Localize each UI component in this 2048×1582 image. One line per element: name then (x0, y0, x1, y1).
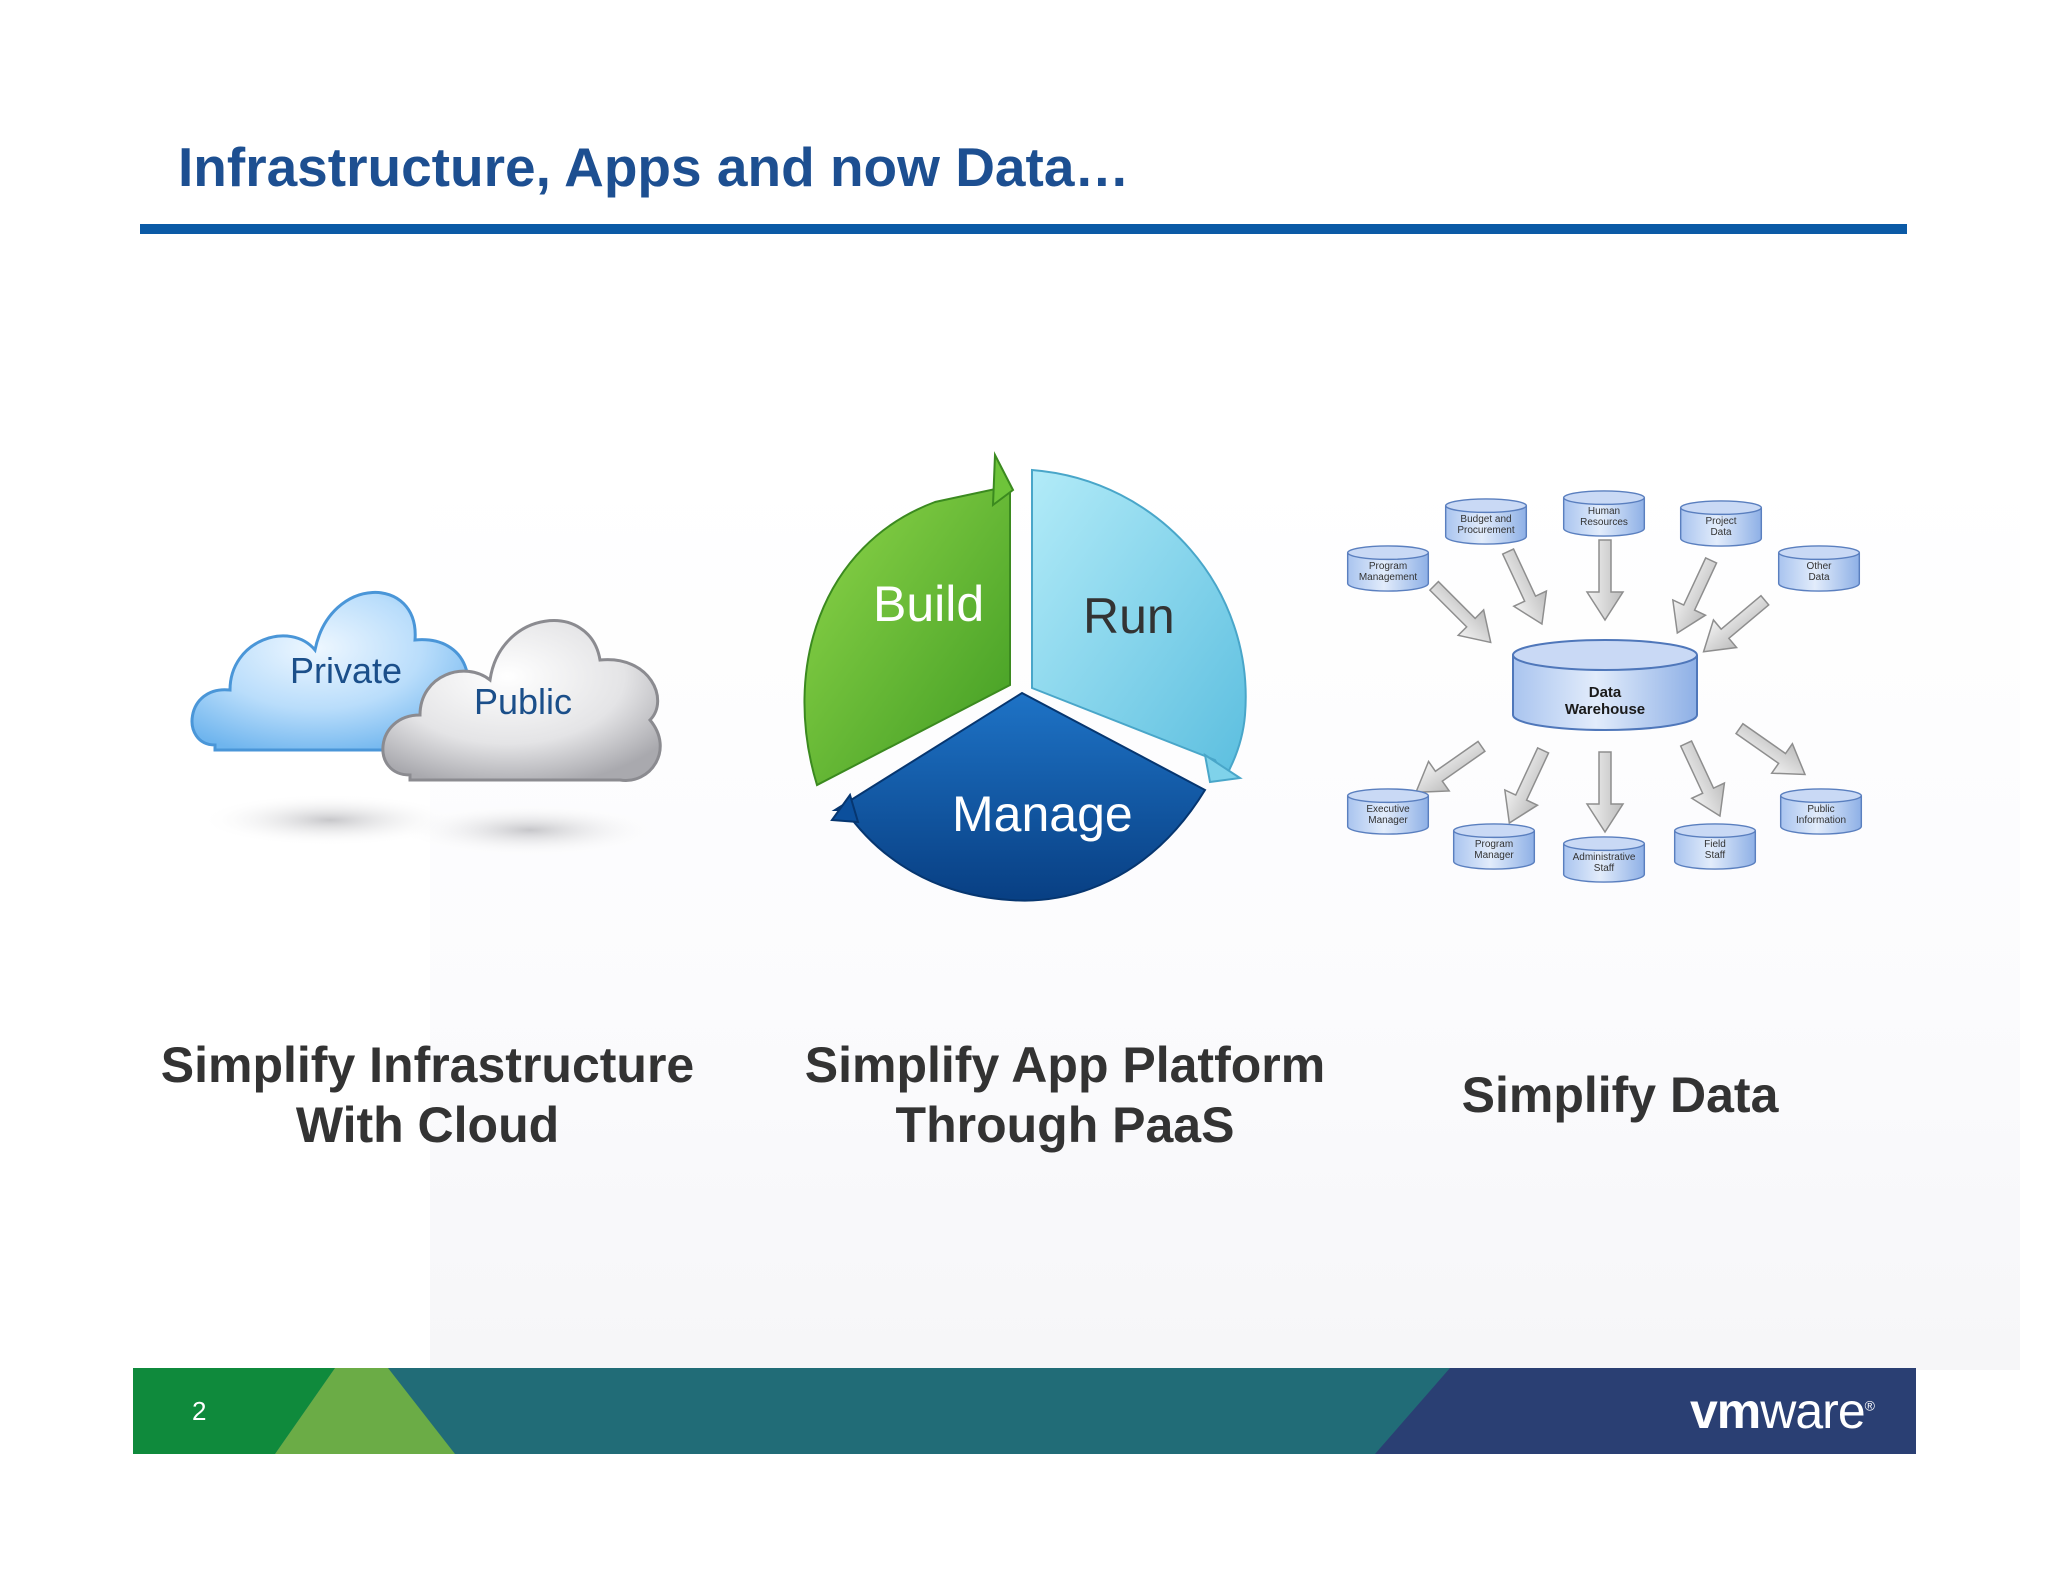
caption-infrastructure: Simplify Infrastructure With Cloud (130, 1035, 725, 1155)
source-label-line1: Other (1806, 561, 1832, 572)
slide-title: Infrastructure, Apps and now Data… (178, 136, 1130, 198)
data-warehouse-cylinder (1512, 639, 1698, 731)
source-label-line1: Program (1368, 561, 1408, 572)
source-label-budget-procurement: Budget and Procurement (1443, 514, 1529, 536)
consumer-label-line2: Manager (1368, 815, 1408, 826)
arrow-outbound-5 (1728, 713, 1817, 790)
consumer-label-program-manager: Program Manager (1451, 839, 1537, 861)
public-cloud (381, 619, 662, 782)
source-label-project-data: Project Data (1678, 516, 1764, 538)
page-number: 2 (192, 1396, 207, 1426)
consumer-label-line2: Staff (1704, 850, 1726, 861)
data-warehouse-diagram (1346, 490, 1863, 883)
consumer-label-administrative-staff: Administrative Staff (1561, 852, 1647, 874)
arrow-outbound-2 (1492, 742, 1561, 832)
source-label-line2: Data (1710, 527, 1732, 538)
build-segment (803, 486, 1011, 787)
manage-segment (831, 691, 1207, 902)
source-label-other-data: Other Data (1776, 561, 1862, 583)
caption-data: Simplify Data (1461, 1067, 1779, 1123)
source-label-program-management: Program Management (1345, 561, 1431, 583)
build-label: Build (873, 576, 985, 632)
footer-band (133, 1368, 1916, 1454)
consumer-label-line2: Staff (1593, 863, 1615, 874)
arrow-inbound-1 (1420, 572, 1505, 656)
source-label-line2: Management (1358, 572, 1418, 583)
paas-cycle (803, 451, 1247, 902)
run-arrow-tip (1203, 752, 1243, 784)
consumer-label-line1: Program (1474, 839, 1514, 850)
vmware-logo: vmware® (1690, 1382, 1875, 1440)
caption-infrastructure-line1: Simplify Infrastructure (160, 1037, 695, 1093)
footer-green-block (133, 1368, 335, 1454)
footer-green-triangle (275, 1368, 455, 1454)
caption-app-platform: Simplify App Platform Through PaaS (765, 1035, 1365, 1155)
footer-navy-block (1375, 1368, 1916, 1454)
consumer-label-line1: Public (1807, 804, 1835, 815)
arrow-inbound-3 (1586, 539, 1624, 621)
data-warehouse-label-line1: Data (1588, 684, 1622, 701)
consumer-label-executive-manager: Executive Manager (1345, 804, 1431, 826)
cloud-shadow-public (400, 804, 660, 856)
consumer-label-public-information: Public Information (1778, 804, 1864, 826)
consumer-label-field-staff: Field Staff (1672, 839, 1758, 861)
consumer-label-line1: Field (1704, 839, 1726, 850)
cloud-shadow-private (200, 794, 460, 846)
consumer-label-line2: Information (1795, 815, 1847, 826)
source-label-line2: Procurement (1457, 525, 1515, 536)
arrow-inbound-5 (1691, 585, 1778, 667)
source-label-line1: Human (1587, 506, 1621, 517)
vmware-logo-ware: ware (1760, 1383, 1865, 1439)
arrow-outbound-3 (1586, 751, 1624, 833)
public-cloud-label: Public (474, 681, 573, 722)
vmware-logo-vm: vm (1690, 1383, 1761, 1439)
caption-app-platform-line2: Through PaaS (895, 1097, 1235, 1153)
manage-arrow-tip (830, 792, 860, 824)
source-label-line2: Data (1808, 572, 1830, 583)
source-label-line1: Project (1705, 516, 1737, 527)
run-label: Run (1083, 588, 1175, 644)
data-warehouse-label: Data Warehouse (1513, 684, 1697, 718)
data-warehouse-label-line2: Warehouse (1564, 701, 1646, 718)
consumer-label-line1: Administrative (1572, 852, 1636, 863)
manage-label: Manage (952, 786, 1133, 842)
consumer-label-line1: Executive (1366, 804, 1410, 815)
source-label-line2: Resources (1580, 517, 1628, 528)
vmware-logo-mark: ® (1864, 1397, 1875, 1414)
run-segment (1031, 468, 1247, 781)
private-cloud-label: Private (290, 650, 403, 691)
source-label-human-resources: Human Resources (1561, 506, 1647, 528)
caption-app-platform-line1: Simplify App Platform (804, 1037, 1326, 1093)
arrow-inbound-2 (1491, 543, 1559, 633)
cloud-diagram (190, 591, 662, 856)
arrow-outbound-4 (1669, 735, 1737, 825)
title-divider (140, 224, 1907, 234)
caption-infrastructure-line2: With Cloud (295, 1097, 560, 1153)
source-label-line1: Budget and (1460, 514, 1512, 525)
consumer-label-line2: Manager (1474, 850, 1514, 861)
build-arrow-tip (991, 451, 1015, 508)
